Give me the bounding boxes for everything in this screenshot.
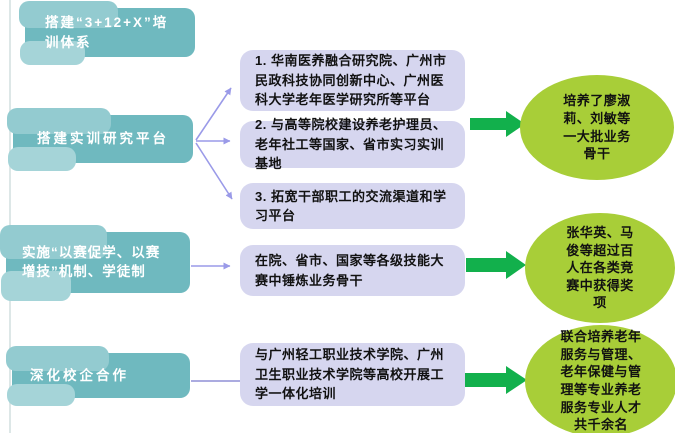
outcome-oval-2: 张华英、马俊等超过百人在各类竞赛中获得奖项 bbox=[525, 213, 675, 323]
outcome-label: 联合培养老年服务与管理、老年保健与管理等专业养老服务专业人才共千余名 bbox=[560, 329, 642, 433]
pillar-label: 搭建实训研究平台 bbox=[37, 131, 169, 147]
measure-box-1: 1. 华南医养融合研究院、广州市民政科技协同创新中心、广州医科大学老年医学研究所… bbox=[240, 50, 465, 111]
flow-arrow-outcome-2-icon bbox=[466, 251, 526, 279]
outcome-oval-1: 培养了廖淑莉、刘敏等一大批业务骨干 bbox=[520, 75, 674, 180]
pillar-box-school-enterprise: 深化校企合作 bbox=[6, 346, 190, 406]
pillar-label: 实施“以赛促学、以赛增技”机制、学徒制 bbox=[22, 244, 161, 279]
outcome-label: 培养了廖淑莉、刘敏等一大批业务骨干 bbox=[563, 93, 631, 162]
measure-label: 在院、省市、国家等各级技能大赛中锤炼业务骨干 bbox=[255, 253, 445, 288]
pillar-label: 搭建“3+12+X”培训体系 bbox=[45, 14, 169, 50]
measure-box-2: 2. 与高等院校建设养老护理员、老年社工等国家、省市实习实训基地 bbox=[240, 117, 465, 171]
pillar-box-competition-mechanism: 实施“以赛促学、以赛增技”机制、学徒制 bbox=[0, 225, 190, 301]
measure-box-5: 与广州轻工职业技术学院、广州卫生职业技术学院等高校开展工学一体化培训 bbox=[240, 343, 465, 406]
measure-box-4: 在院、省市、国家等各级技能大赛中锤炼业务骨干 bbox=[240, 245, 465, 296]
flow-arrow-outcome-3-icon bbox=[464, 366, 527, 394]
measure-label: 3. 拓宽干部职工的交流渠道和学习平台 bbox=[255, 188, 447, 224]
measure-label: 2. 与高等院校建设养老护理员、老年社工等国家、省市实习实训基地 bbox=[255, 117, 447, 172]
pillar-label: 深化校企合作 bbox=[30, 367, 129, 383]
outcome-label: 张华英、马俊等超过百人在各类竞赛中获得奖项 bbox=[566, 225, 634, 311]
connector-arrow-p2-m1 bbox=[195, 87, 232, 141]
measure-label: 1. 华南医养融合研究院、广州市民政科技协同创新中心、广州医科大学老年医学研究所… bbox=[255, 53, 447, 108]
measure-box-3: 3. 拓宽干部职工的交流渠道和学习平台 bbox=[240, 183, 465, 229]
connector-arrow-p2-m3 bbox=[195, 142, 233, 200]
measure-label: 与广州轻工职业技术学院、广州卫生职业技术学院等高校开展工学一体化培训 bbox=[255, 347, 445, 402]
pillar-box-research-platform: 搭建实训研究平台 bbox=[7, 108, 193, 171]
outcome-oval-3: 联合培养老年服务与管理、老年保健与管理等专业养老服务专业人才共千余名 bbox=[525, 325, 675, 433]
flow-arrow-outcome-1-icon bbox=[470, 111, 525, 137]
left-guide-line bbox=[9, 0, 11, 433]
pillar-box-training-system: 搭建“3+12+X”培训体系 bbox=[19, 1, 195, 65]
